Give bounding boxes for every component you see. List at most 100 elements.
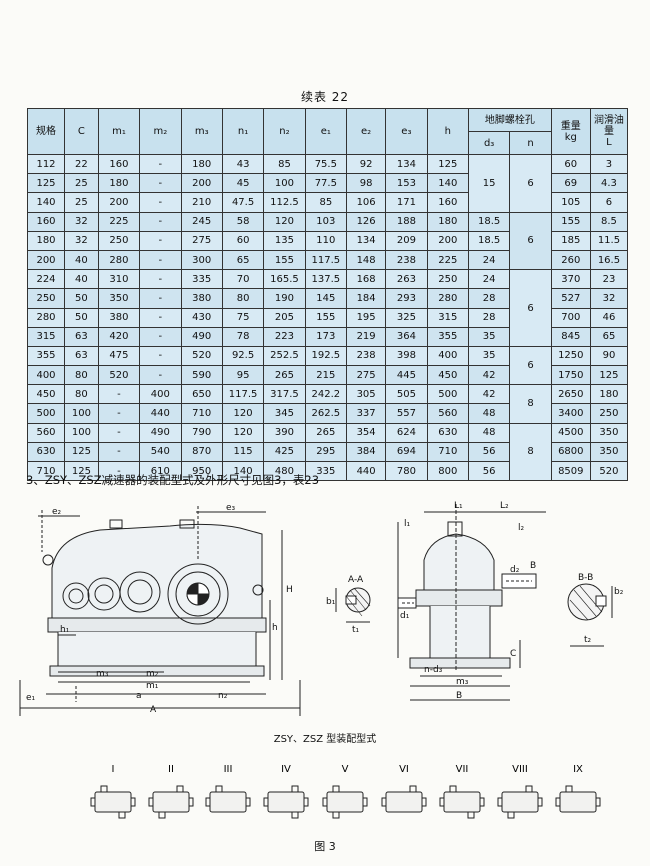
assembly-type-label: IX bbox=[573, 764, 583, 775]
shaft-side-icon bbox=[90, 797, 96, 807]
assembly-type-label: VI bbox=[399, 764, 409, 775]
cell-m2: - bbox=[139, 288, 182, 309]
cell-n2: 135 bbox=[263, 230, 306, 251]
assembly-type-6: VI bbox=[381, 764, 427, 813]
cell-n1: 60 bbox=[221, 230, 265, 251]
cell-weight: 105 bbox=[550, 192, 591, 213]
cell-m2: - bbox=[139, 307, 182, 328]
cell-n2: 155 bbox=[263, 249, 306, 271]
cell-spec: 315 bbox=[26, 326, 66, 347]
assembly-type-label: VIII bbox=[512, 764, 528, 775]
cell-e3: 694 bbox=[385, 441, 428, 463]
cell-spec: 200 bbox=[26, 249, 66, 271]
cell-m1: 420 bbox=[97, 326, 141, 347]
cell-m2: - bbox=[139, 153, 182, 175]
cell-n2: 265 bbox=[263, 365, 306, 386]
cell-n2: 85 bbox=[263, 153, 306, 175]
cell-weight: 260 bbox=[550, 249, 591, 271]
label-a: a bbox=[136, 691, 142, 701]
shaft-side-icon bbox=[595, 797, 601, 807]
label-m3: m₃ bbox=[96, 669, 109, 679]
label-n2: n₂ bbox=[218, 691, 228, 701]
label-H: H bbox=[286, 585, 293, 595]
section-b-b bbox=[567, 583, 613, 647]
cell-n2: 480 bbox=[263, 460, 306, 482]
cell-m1: 180 bbox=[97, 173, 141, 194]
cell-m3: 520 bbox=[180, 345, 223, 367]
cell-weight: 185 bbox=[550, 230, 591, 251]
cell-oil: 90 bbox=[589, 345, 629, 367]
cell-d3: 18.5 bbox=[467, 211, 511, 232]
cell-m2: - bbox=[139, 326, 182, 347]
cell-d3: 35 bbox=[467, 345, 511, 367]
cell-n: 6 bbox=[509, 211, 552, 271]
cell-c: 63 bbox=[64, 345, 99, 367]
shaft-side-icon bbox=[537, 797, 543, 807]
assembly-drawing: e₂ e₃ h₁ H h m₃ m₂ m₁ e₁ a n₂ A A-A b₁ t… bbox=[19, 501, 624, 716]
cell-e3: 188 bbox=[385, 211, 428, 232]
cell-h: 560 bbox=[426, 403, 469, 424]
shaft-side-icon bbox=[303, 797, 309, 807]
header-m1: m₁ bbox=[97, 108, 141, 155]
gearbox-schematic-icon bbox=[501, 791, 539, 813]
cell-spec: 560 bbox=[26, 422, 66, 443]
cell-e3: 505 bbox=[385, 384, 428, 405]
shaft-side-icon bbox=[188, 797, 194, 807]
cell-m3: 335 bbox=[180, 269, 223, 290]
shaft-bottom-icon bbox=[291, 811, 299, 819]
shaft-side-icon bbox=[263, 797, 269, 807]
cell-n1: 58 bbox=[221, 211, 265, 232]
header-c: C bbox=[64, 108, 99, 155]
cell-m3: 790 bbox=[180, 422, 223, 443]
header-m2: m₂ bbox=[139, 108, 182, 155]
cell-m3: 590 bbox=[180, 365, 223, 386]
shaft-side-icon bbox=[130, 797, 136, 807]
cell-weight: 370 bbox=[550, 269, 591, 290]
cell-m1: - bbox=[97, 384, 141, 405]
cell-c: 25 bbox=[64, 173, 99, 194]
shaft-side-icon bbox=[381, 797, 387, 807]
cell-h: 180 bbox=[426, 211, 469, 232]
label-section-aa: A-A bbox=[348, 575, 364, 585]
cell-n1: 120 bbox=[221, 403, 265, 424]
cell-e1: 262.5 bbox=[304, 403, 348, 424]
cell-c: 63 bbox=[64, 326, 99, 347]
cell-e1: 155 bbox=[304, 307, 348, 328]
cell-e1: 335 bbox=[304, 460, 348, 482]
cell-m2: - bbox=[139, 345, 182, 367]
label-b1: b₁ bbox=[326, 597, 336, 607]
cell-e3: 209 bbox=[385, 230, 428, 251]
cell-h: 630 bbox=[426, 422, 469, 443]
shaft-top-icon bbox=[215, 785, 223, 793]
label-L2: L₂ bbox=[500, 501, 509, 511]
shaft-bottom-icon bbox=[507, 811, 515, 819]
cell-weight: 69 bbox=[550, 173, 591, 194]
gearbox-schematic-icon bbox=[152, 791, 190, 813]
gearbox-side-view bbox=[19, 506, 301, 716]
cell-n1: 70 bbox=[221, 269, 265, 290]
cell-n2: 100 bbox=[263, 173, 306, 194]
cell-m2: - bbox=[139, 365, 182, 386]
cell-n1: 65 bbox=[221, 249, 265, 271]
cell-oil: 4.3 bbox=[589, 173, 629, 194]
cell-spec: 450 bbox=[26, 384, 66, 405]
cell-d3: 35 bbox=[467, 326, 511, 347]
header-spec: 规格 bbox=[26, 108, 66, 155]
assembly-type-label: VII bbox=[456, 764, 469, 775]
label-t1: t₁ bbox=[352, 625, 360, 635]
cell-e3: 780 bbox=[385, 460, 428, 482]
cell-c: 22 bbox=[64, 153, 99, 175]
gearbox-front-view bbox=[397, 504, 546, 701]
cell-m2: - bbox=[139, 173, 182, 194]
cell-h: 140 bbox=[426, 173, 469, 194]
cell-n2: 425 bbox=[263, 441, 306, 463]
cell-e1: 145 bbox=[304, 288, 348, 309]
cell-d3: 48 bbox=[467, 422, 511, 443]
cell-d3: 56 bbox=[467, 460, 511, 482]
cell-weight: 4500 bbox=[550, 422, 591, 443]
assembly-type-7: VII bbox=[439, 764, 485, 819]
figure-number: 图 3 bbox=[314, 840, 336, 853]
cell-weight: 8509 bbox=[550, 460, 591, 482]
label-b2: b₂ bbox=[614, 587, 624, 597]
